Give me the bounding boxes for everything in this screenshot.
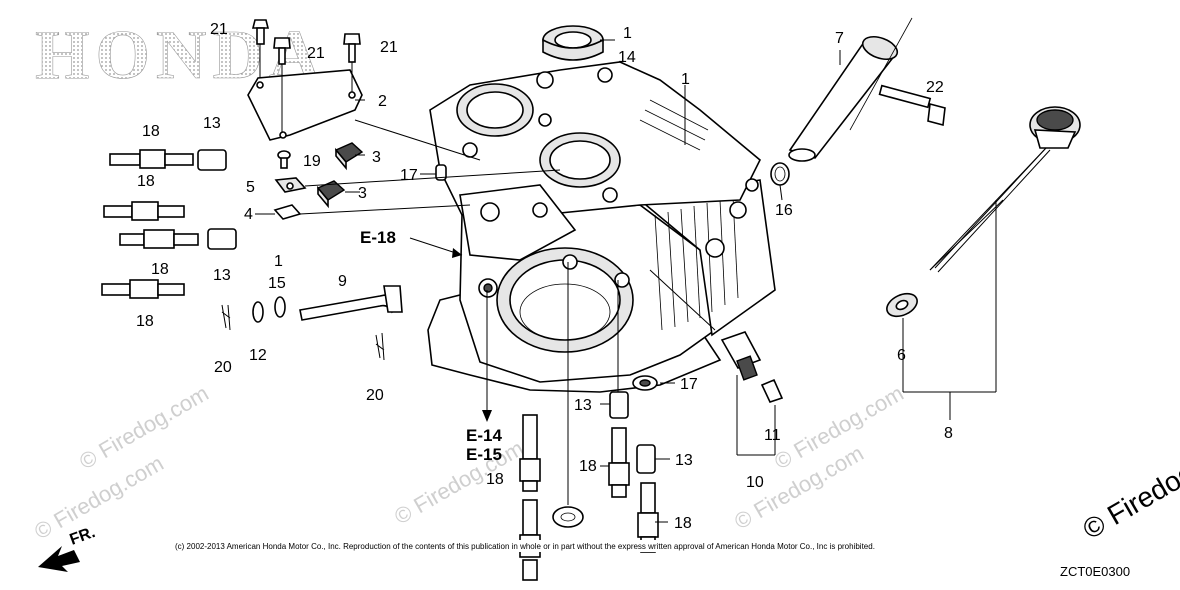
stud-18-d (101, 279, 185, 299)
washer-bottom (552, 506, 584, 528)
plug-17-b (632, 375, 658, 391)
svg-text:© Firedog.com: © Firedog.com (390, 435, 528, 529)
plug-17-a (435, 164, 447, 181)
oil-seal-14 (542, 25, 604, 61)
clip-5 (274, 177, 307, 193)
sleeve-13-b (207, 228, 237, 250)
callout-21b: 21 (307, 45, 325, 62)
breather-tube-9 (299, 285, 403, 321)
dipstick-cap (1029, 106, 1081, 149)
watermarks: © Firedog.com © Firedog.com © Firedog.co… (30, 380, 1180, 545)
callout-18b: 18 (137, 173, 155, 190)
svg-text:FR.: FR. (68, 524, 98, 549)
leader-lines (304, 39, 997, 523)
callout-21a: 21 (210, 21, 228, 38)
callout-13b: 13 (213, 267, 231, 284)
bolt-21-c (343, 33, 361, 63)
clip-4 (273, 204, 302, 220)
ref-e18: E-18 (360, 228, 396, 247)
callout-18g: 18 (674, 515, 692, 532)
callout-20b: 20 (366, 387, 384, 404)
callout-5: 5 (246, 179, 255, 196)
sleeve-13-a (197, 149, 227, 171)
ref-e14: E-14 (466, 426, 502, 445)
ref-e15: E-15 (466, 445, 502, 464)
callout-10: 10 (746, 474, 764, 491)
oil-filler-tube-7 (788, 35, 899, 162)
callout-6: 6 (897, 347, 906, 364)
callout-1b: 1 (681, 71, 690, 88)
stud-18-a (109, 149, 194, 169)
callout-13c: 13 (574, 397, 592, 414)
callout-3b: 3 (358, 185, 367, 202)
stud-18-f (608, 427, 630, 498)
stud-18-c (119, 229, 199, 249)
oil-sensor-10 (720, 331, 762, 381)
stud-18-e (519, 414, 541, 492)
sleeve-13-c (609, 391, 629, 419)
bolt-11 (760, 378, 784, 403)
callout-1c: 1 (274, 253, 283, 270)
filter-3-a (334, 142, 364, 171)
screw-19 (277, 150, 291, 169)
ring-12 (252, 301, 264, 323)
callout-21c: 21 (380, 39, 398, 56)
callout-3a: 3 (372, 149, 381, 166)
washer-6 (886, 292, 918, 318)
dipstick-rod (934, 147, 1051, 273)
callout-16: 16 (775, 202, 793, 219)
callout-11: 11 (764, 427, 781, 444)
callout-9: 9 (338, 273, 347, 290)
callout-20a: 20 (214, 359, 232, 376)
callout-15: 15 (268, 275, 286, 292)
callout-18a: 18 (142, 123, 160, 140)
o-ring-16 (770, 162, 790, 186)
callout-14: 14 (618, 49, 636, 66)
callout-12: 12 (249, 347, 267, 364)
callout-17b: 17 (680, 376, 698, 393)
callout-18c: 18 (151, 261, 169, 278)
cooling-fins (654, 196, 739, 331)
engine-block (427, 61, 776, 393)
callout-17a: 17 (400, 167, 418, 184)
callout-18e: 18 (579, 458, 597, 475)
sleeve-13-d (636, 444, 656, 474)
filter-3-b (316, 180, 346, 209)
callout-numbers: 1 14 1 7 22 21 21 21 2 18 13 19 3 17 18 … (136, 21, 953, 532)
callout-4: 4 (244, 206, 253, 223)
callout-22: 22 (926, 79, 944, 96)
stud-18-b (103, 201, 185, 221)
clip-20-b (375, 332, 385, 361)
callout-18d: 18 (136, 313, 154, 330)
honda-logo: HONDA (35, 17, 326, 94)
diagram-code: ZCT0E0300 (1060, 564, 1130, 579)
callout-13d: 13 (675, 452, 693, 469)
callout-2: 2 (378, 93, 387, 110)
callout-18f: 18 (486, 471, 504, 488)
clip-20-a (221, 304, 231, 331)
corner-watermark: © Firedog (1078, 457, 1180, 546)
bolt-22 (878, 84, 946, 127)
callout-13a: 13 (203, 115, 221, 132)
callout-8: 8 (944, 425, 953, 442)
callout-7: 7 (835, 30, 844, 47)
callout-1a: 1 (623, 25, 632, 42)
callout-19: 19 (303, 153, 321, 170)
cover-plate-2 (247, 69, 363, 141)
copyright-notice: (c) 2002-2013 American Honda Motor Co., … (175, 542, 875, 551)
bolt-21-b (273, 37, 291, 65)
section-refs: E-18 E-14 E-15 (360, 228, 502, 464)
ring-15 (274, 296, 286, 318)
